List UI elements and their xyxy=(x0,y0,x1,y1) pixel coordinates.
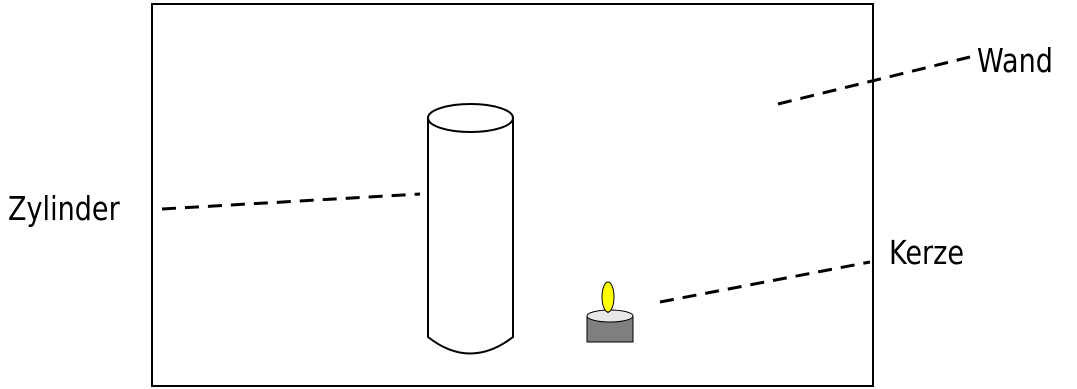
label-zylinder: Zylinder xyxy=(8,192,120,225)
cylinder-body xyxy=(428,118,513,354)
cylinder xyxy=(428,104,513,354)
zylinder-leader-line xyxy=(162,194,420,209)
candle xyxy=(587,282,633,342)
cylinder-top xyxy=(428,104,513,132)
label-kerze: Kerze xyxy=(889,236,964,269)
candle-flame xyxy=(602,282,614,312)
label-wand: Wand xyxy=(977,44,1053,77)
kerze-leader-line xyxy=(660,262,870,302)
